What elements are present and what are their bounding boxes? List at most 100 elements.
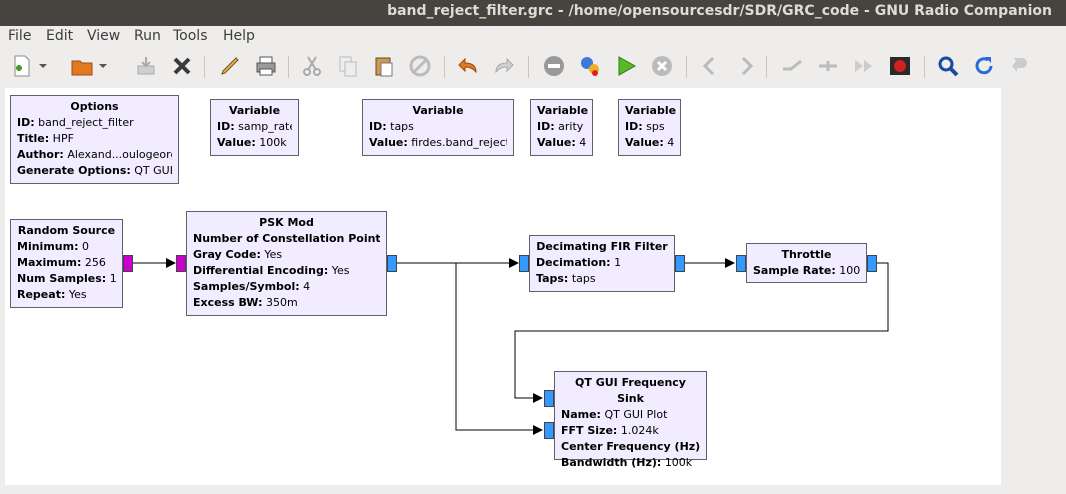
decimating-fir-filter-block[interactable]: Decimating FIR Filter Decimation: 1 Taps… bbox=[529, 235, 675, 292]
delete-button[interactable] bbox=[406, 52, 434, 80]
reload-button[interactable] bbox=[970, 52, 998, 80]
block-title: Decimating FIR Filter bbox=[536, 240, 668, 253]
save-button[interactable] bbox=[132, 52, 160, 80]
variable-sps-block[interactable]: Variable ID: sps Value: 4 bbox=[618, 99, 681, 156]
save-icon bbox=[137, 57, 155, 75]
stop-icon bbox=[652, 56, 672, 76]
rotate-right-button[interactable] bbox=[732, 52, 760, 80]
menu-run[interactable]: Run bbox=[134, 28, 161, 44]
param-label: ID: bbox=[369, 120, 387, 133]
random-source-out-port[interactable] bbox=[123, 255, 133, 272]
open-file-dropdown[interactable] bbox=[96, 52, 110, 80]
execute-button[interactable] bbox=[612, 52, 640, 80]
param-label: Bandwidth (Hz): bbox=[561, 456, 662, 469]
fir-filter-in-port[interactable] bbox=[519, 255, 529, 272]
param-value: 350m bbox=[266, 296, 298, 309]
options-block[interactable]: Options ID: band_reject_filter Title: HP… bbox=[10, 95, 179, 184]
param-label: Gray Code: bbox=[193, 248, 261, 261]
chevron-down-icon bbox=[39, 64, 47, 68]
param-value: band_reject_filter bbox=[38, 116, 134, 129]
param-label: Samples/Symbol: bbox=[193, 280, 300, 293]
psk-mod-block[interactable]: PSK Mod Number of Constellation Points: … bbox=[186, 211, 387, 316]
undo-icon bbox=[458, 57, 477, 74]
rotate-left-button[interactable] bbox=[696, 52, 724, 80]
toolbar-separator bbox=[528, 56, 529, 78]
qt-gui-frequency-sink-block[interactable]: QT GUI Frequency Sink Name: QT GUI Plot … bbox=[554, 371, 707, 469]
param-label: Value: bbox=[217, 136, 256, 149]
param-label: Value: bbox=[537, 136, 576, 149]
chevron-left-icon bbox=[702, 56, 715, 76]
paste-button[interactable] bbox=[370, 52, 398, 80]
variable-taps-block[interactable]: Variable ID: taps Value: firdes.band_rej… bbox=[362, 99, 514, 156]
fir-filter-out-port[interactable] bbox=[675, 255, 685, 272]
bypass-button[interactable] bbox=[814, 52, 842, 80]
minus-circle-icon bbox=[544, 56, 564, 76]
param-value: QT GUI bbox=[134, 164, 172, 177]
param-value: 0 bbox=[81, 240, 89, 253]
redo-button[interactable] bbox=[490, 52, 518, 80]
block-title: Options bbox=[70, 100, 119, 113]
disable-button[interactable] bbox=[540, 52, 568, 80]
freq-sink-in-port-0[interactable] bbox=[544, 390, 554, 407]
window-title: band_reject_filter.grc - /home/opensourc… bbox=[387, 3, 1052, 19]
new-file-button[interactable] bbox=[8, 52, 36, 80]
cut-button[interactable] bbox=[298, 52, 326, 80]
random-source-block[interactable]: Random Source Minimum: 0 Maximum: 256 Nu… bbox=[10, 219, 123, 308]
bypass-icon bbox=[819, 61, 837, 71]
menu-edit[interactable]: Edit bbox=[46, 28, 74, 44]
edit-button[interactable] bbox=[216, 52, 244, 80]
param-label: Number of Constellation Points: bbox=[193, 232, 380, 245]
printer-icon bbox=[256, 56, 276, 76]
throttle-in-port[interactable] bbox=[736, 255, 746, 272]
psk-mod-in-port[interactable] bbox=[176, 255, 186, 272]
title-bar: band_reject_filter.grc - /home/opensourc… bbox=[0, 0, 1066, 26]
param-label: Decimation: bbox=[536, 256, 611, 269]
search-icon bbox=[938, 56, 959, 77]
new-file-dropdown[interactable] bbox=[36, 52, 50, 80]
chevron-right-icon bbox=[741, 56, 754, 76]
close-button[interactable] bbox=[168, 52, 196, 80]
print-button[interactable] bbox=[252, 52, 280, 80]
screenshot-button[interactable] bbox=[886, 52, 914, 80]
menu-tools[interactable]: Tools bbox=[173, 28, 208, 44]
menu-view[interactable]: View bbox=[87, 28, 121, 44]
param-value: sps bbox=[646, 120, 665, 133]
redo-icon bbox=[495, 57, 514, 74]
block-title: Throttle bbox=[781, 248, 832, 261]
param-value: QT GUI Plot bbox=[604, 408, 668, 421]
throttle-block[interactable]: Throttle Sample Rate: 100k bbox=[746, 243, 867, 283]
block-title: Variable bbox=[625, 104, 677, 117]
variable-arity-block[interactable]: Variable ID: arity Value: 4 bbox=[530, 99, 593, 156]
param-value: arity bbox=[558, 120, 584, 133]
generate-button[interactable] bbox=[576, 52, 604, 80]
copy-button[interactable] bbox=[334, 52, 362, 80]
undo-button[interactable] bbox=[454, 52, 482, 80]
param-label: ID: bbox=[625, 120, 643, 133]
kill-button[interactable] bbox=[648, 52, 676, 80]
enable-icon bbox=[783, 59, 802, 71]
return-button[interactable] bbox=[1006, 52, 1034, 80]
block-title: PSK Mod bbox=[259, 216, 314, 229]
toolbar-separator bbox=[766, 56, 767, 78]
param-value: samp_rate bbox=[238, 120, 292, 133]
param-value: 100k bbox=[664, 456, 693, 469]
variable-samp-rate-block[interactable]: Variable ID: samp_rate Value: 100k bbox=[210, 99, 299, 156]
param-value: 4 bbox=[303, 280, 311, 293]
refresh-icon bbox=[975, 57, 993, 75]
block-title: Variable bbox=[228, 104, 281, 117]
param-value: Yes bbox=[264, 248, 283, 261]
find-block-button[interactable] bbox=[934, 52, 962, 80]
psk-mod-out-port[interactable] bbox=[387, 255, 397, 272]
freq-sink-in-port-1[interactable] bbox=[544, 422, 554, 439]
toolbar-separator bbox=[444, 56, 445, 78]
param-label: Differential Encoding: bbox=[193, 264, 329, 277]
return-arrow-icon bbox=[1012, 58, 1027, 72]
forward-button[interactable] bbox=[850, 52, 878, 80]
open-file-button[interactable] bbox=[68, 52, 96, 80]
param-label: ID: bbox=[537, 120, 555, 133]
enable-button[interactable] bbox=[778, 52, 806, 80]
menu-help[interactable]: Help bbox=[223, 28, 255, 44]
param-label: Center Frequency (Hz): bbox=[561, 440, 700, 453]
throttle-out-port[interactable] bbox=[867, 255, 877, 272]
menu-file[interactable]: File bbox=[8, 28, 32, 44]
